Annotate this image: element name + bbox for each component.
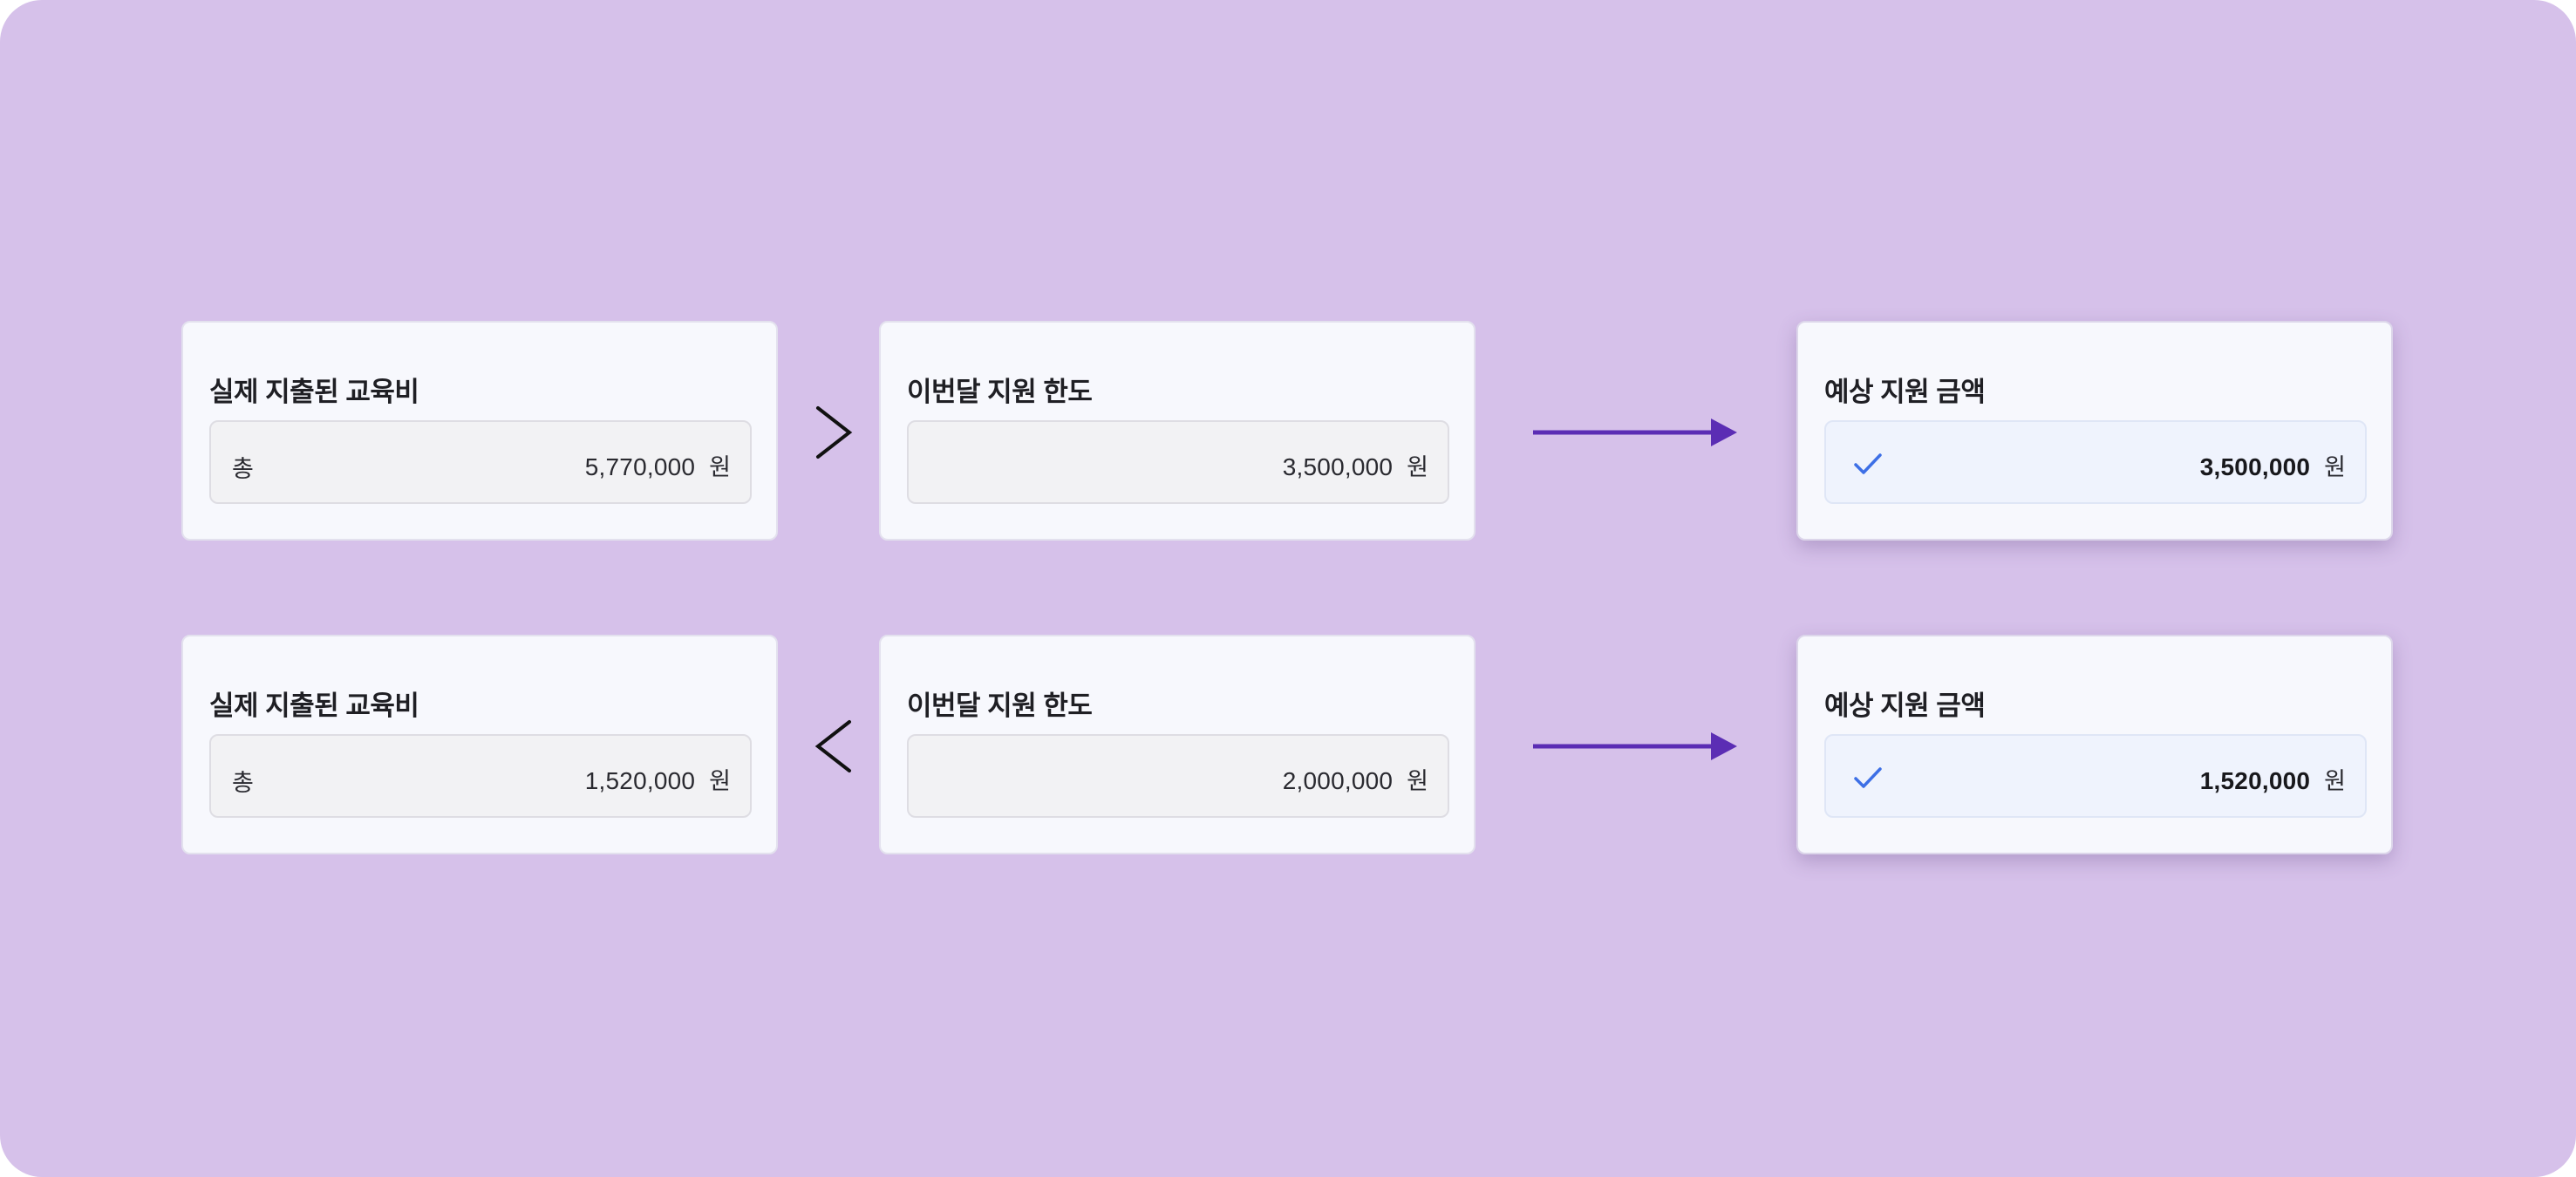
result-amount: 3,500,000 bbox=[2199, 453, 2311, 480]
result-amount-field: 1,520,000 원 bbox=[1824, 734, 2367, 818]
currency-unit: 원 bbox=[1407, 768, 1428, 794]
card-title: 이번달 지원 한도 bbox=[907, 691, 1093, 721]
currency-unit: 원 bbox=[709, 454, 731, 480]
limit-card: 이번달 지원 한도 3,500,000 원 bbox=[879, 321, 1475, 541]
currency-unit: 원 bbox=[1407, 454, 1428, 480]
card-title: 이번달 지원 한도 bbox=[907, 377, 1093, 407]
arrow-right-icon bbox=[1533, 418, 1737, 446]
result-card: 예상 지원 금액 3,500,000 원 bbox=[1796, 321, 2393, 541]
spent-amount: 5,770,000 bbox=[584, 453, 696, 480]
currency-unit: 원 bbox=[2324, 768, 2346, 794]
spent-card: 실제 지출된 교육비 총 5,770,000 원 bbox=[181, 321, 778, 541]
currency-unit: 원 bbox=[2324, 454, 2346, 480]
currency-unit: 원 bbox=[709, 768, 731, 794]
card-title: 예상 지원 금액 bbox=[1824, 691, 1986, 721]
spent-amount: 1,520,000 bbox=[584, 767, 696, 794]
spent-card: 실제 지출된 교육비 총 1,520,000 원 bbox=[181, 635, 778, 854]
greater-than-icon bbox=[816, 406, 853, 459]
card-title: 실제 지출된 교육비 bbox=[209, 377, 419, 407]
spent-amount-field: 총 5,770,000 원 bbox=[209, 420, 752, 504]
limit-amount-field: 3,500,000 원 bbox=[907, 420, 1449, 504]
check-icon bbox=[1854, 453, 1882, 474]
total-prefix: 총 bbox=[232, 456, 254, 482]
result-amount: 1,520,000 bbox=[2199, 767, 2311, 794]
result-amount-field: 3,500,000 원 bbox=[1824, 420, 2367, 504]
limit-amount-field: 2,000,000 원 bbox=[907, 734, 1449, 818]
calculation-row: 실제 지출된 교육비 총 1,520,000 원 이번달 지원 한도 2,000… bbox=[0, 635, 2576, 858]
limit-card: 이번달 지원 한도 2,000,000 원 bbox=[879, 635, 1475, 854]
limit-amount: 3,500,000 bbox=[1282, 453, 1394, 480]
card-title: 실제 지출된 교육비 bbox=[209, 691, 419, 721]
card-title: 예상 지원 금액 bbox=[1824, 377, 1986, 407]
less-than-icon bbox=[814, 720, 851, 772]
total-prefix: 총 bbox=[232, 770, 254, 796]
check-icon bbox=[1854, 767, 1882, 788]
spent-amount-field: 총 1,520,000 원 bbox=[209, 734, 752, 818]
limit-amount: 2,000,000 bbox=[1282, 767, 1394, 794]
calculation-row: 실제 지출된 교육비 총 5,770,000 원 이번달 지원 한도 3,500… bbox=[0, 321, 2576, 544]
result-card: 예상 지원 금액 1,520,000 원 bbox=[1796, 635, 2393, 854]
arrow-right-icon bbox=[1533, 732, 1737, 760]
